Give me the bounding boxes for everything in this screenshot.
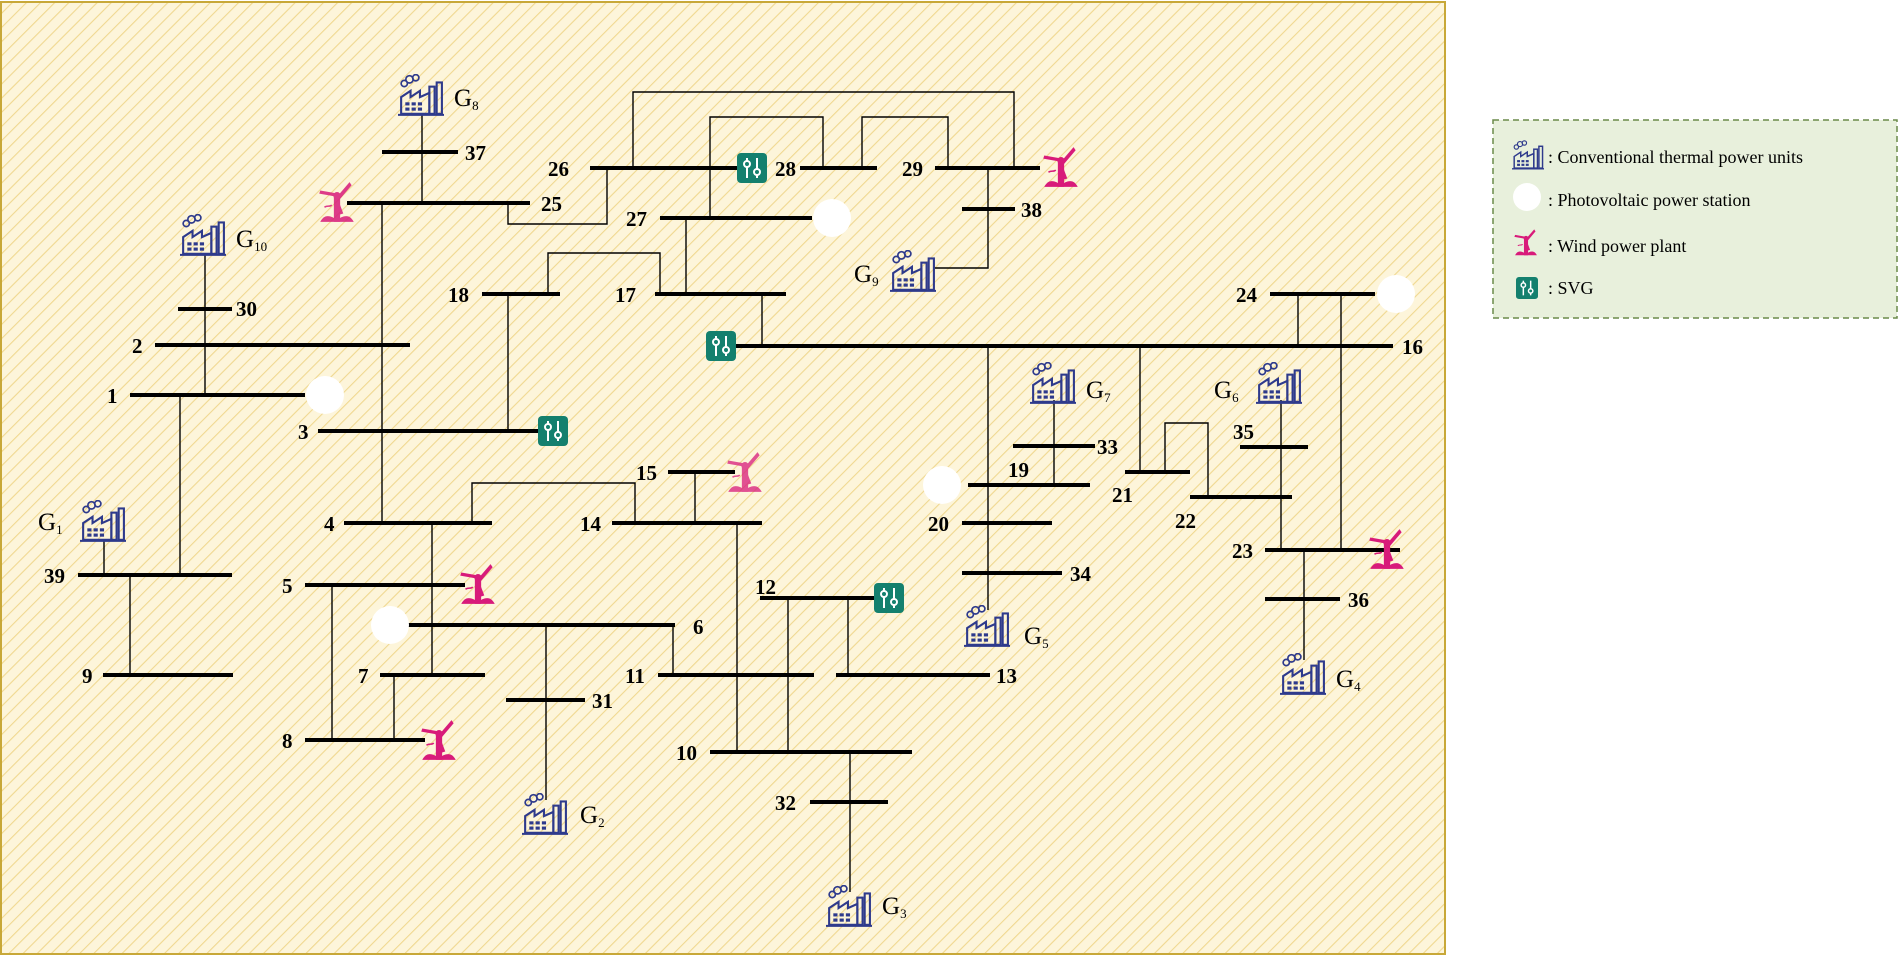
photovoltaic-icon [1377,275,1415,313]
generator-label-g4: G4 [1336,666,1361,694]
legend-pv-label: : Photovoltaic power station [1548,190,1750,210]
generator-label-g7: G7 [1086,377,1111,405]
bus-label-10: 10 [676,741,697,765]
bus-label-37: 37 [465,141,486,165]
bus-label-3: 3 [298,420,309,444]
photovoltaic-icon [306,376,344,414]
diagram-frame [0,1,1446,955]
bus-label-22: 22 [1175,509,1196,533]
bus-label-27: 27 [626,207,647,231]
bus-label-6: 6 [693,615,704,639]
bus-label-29: 29 [902,157,923,181]
bus-label-1: 1 [107,384,118,408]
bus-label-16: 16 [1402,335,1423,359]
svg-compensator-icon [1516,277,1538,299]
bus-label-8: 8 [282,729,293,753]
legend-box [1492,119,1898,319]
generator-label-g10: G10 [236,226,267,254]
bus-label-21: 21 [1112,483,1133,507]
photovoltaic-icon [371,606,409,644]
generator-label-g3: G3 [882,893,907,921]
bus-label-31: 31 [592,689,613,713]
photovoltaic-icon [923,466,961,504]
bus-label-25: 25 [541,192,562,216]
bus-label-11: 11 [625,664,645,688]
photovoltaic-icon [813,199,851,237]
bus-label-4: 4 [324,512,335,536]
bus-label-17: 17 [615,283,636,307]
generator-label-g1: G1 [38,509,63,537]
svg-compensator-icon [706,331,736,361]
bus-label-13: 13 [996,664,1017,688]
bus-label-30: 30 [236,297,257,321]
bus-label-28: 28 [775,157,796,181]
bus-label-34: 34 [1070,562,1092,586]
bus-labels: 1 2 3 4 5 6 7 8 9 10 11 12 13 14 15 16 1… [44,141,1423,815]
bus-label-14: 14 [580,512,602,536]
bus-label-23: 23 [1232,539,1253,563]
bus-label-20: 20 [928,512,949,536]
svg-compensator-icon [737,153,767,183]
generator-label-g6: G6 [1214,377,1239,405]
legend-thermal-label: : Conventional thermal power units [1548,147,1803,167]
legend-svg-label: : SVG [1548,278,1594,298]
bus-label-33: 33 [1097,435,1118,459]
photovoltaic-icon [1513,183,1541,211]
pv-stations [306,199,1415,644]
bus-label-9: 9 [82,664,93,688]
bus-label-24: 24 [1236,283,1258,307]
legend: : Conventional thermal power units : Pho… [1492,119,1898,319]
connections [103,91,1342,892]
bus-label-26: 26 [548,157,569,181]
bus-label-15: 15 [636,461,657,485]
generator-label-g2: G2 [580,802,605,830]
bus-label-39: 39 [44,564,65,588]
bus-label-19: 19 [1008,458,1029,482]
bus-label-5: 5 [282,574,293,598]
legend-wind-label: : Wind power plant [1548,236,1686,256]
generator-label-g8: G8 [454,85,479,113]
generator-label-g9: G9 [854,261,879,289]
bus-label-18: 18 [448,283,469,307]
svg-compensator-icon [538,416,568,446]
generator-label-g5: G5 [1024,623,1049,651]
bus-label-38: 38 [1021,198,1042,222]
generators: G1 G2 G3 G4 G5 G6 G7 G8 G9 G10 [38,74,1361,927]
bus-label-35: 35 [1233,420,1254,444]
svg-compensator-icon [874,583,904,613]
bus-label-36: 36 [1348,588,1369,612]
bus-bars [78,150,1400,804]
bus-label-12: 12 [755,575,776,599]
bus-label-2: 2 [132,334,143,358]
bus-label-32: 32 [775,791,796,815]
bus-label-7: 7 [358,664,369,688]
